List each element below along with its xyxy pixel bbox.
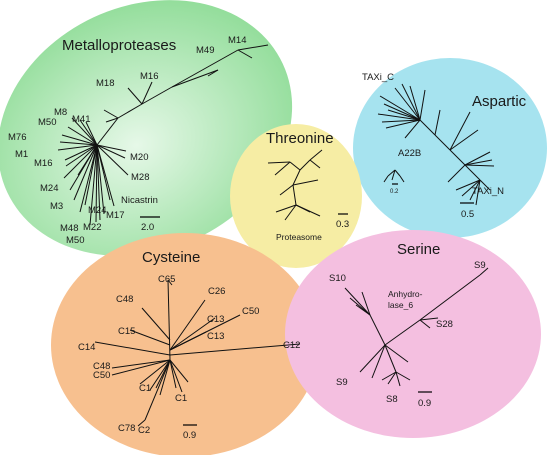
- leaf-label: M24: [40, 183, 58, 194]
- leaf-label: TAXi_N: [472, 186, 504, 197]
- cysteine-title: Cysteine: [142, 249, 200, 266]
- leaf-label: S9: [336, 377, 348, 388]
- leaf-label: M24: [88, 205, 106, 216]
- leaf-label: C48: [93, 361, 110, 372]
- aspartic-region: [353, 58, 547, 238]
- metallo-tree: [57, 44, 269, 226]
- serine-scale-label: 0.9: [418, 398, 431, 409]
- aspartic-tree: [377, 83, 495, 206]
- leaf-label: M3: [50, 201, 63, 212]
- leaf-label: C48: [116, 294, 133, 305]
- serine-tree: [344, 267, 489, 387]
- leaf-label: C13: [207, 331, 224, 342]
- leaf-label: M16: [140, 71, 158, 82]
- leaf-label: C14: [78, 342, 95, 353]
- leaf-label: C26: [208, 286, 225, 297]
- leaf-label: M49: [196, 45, 214, 56]
- threonine-title: Threonine: [266, 130, 334, 147]
- threonine-scale-label: 0.3: [336, 219, 349, 230]
- leaf-label: M28: [131, 172, 149, 183]
- serine-title: Serine: [397, 241, 440, 258]
- cysteine-tree: [94, 279, 301, 427]
- threonine-region: [230, 124, 362, 268]
- leaf-label: C50: [242, 306, 259, 317]
- leaf-label: C13: [207, 314, 224, 325]
- leaf-label: M16: [34, 158, 52, 169]
- leaf-label: S8: [386, 394, 398, 405]
- leaf-label: M48: [60, 223, 78, 234]
- serine-region: [285, 230, 541, 438]
- cysteine-scale-label: 0.9: [183, 430, 196, 441]
- leaf-label: M18: [96, 78, 114, 89]
- leaf-label: C12: [283, 340, 300, 351]
- leaf-label: C15: [118, 326, 135, 337]
- leaf-label: S28: [436, 319, 453, 330]
- leaf-label: M22: [83, 222, 101, 233]
- leaf-label: C1: [175, 393, 187, 404]
- metallo-region: [0, 0, 293, 256]
- leaf-label: M76: [8, 132, 26, 143]
- cysteine-region: [51, 233, 319, 455]
- leaf-label: S10: [329, 273, 346, 284]
- leaf-label: M14: [228, 35, 246, 46]
- leaf-label: Nicastrin: [121, 195, 158, 206]
- leaf-label: M50: [66, 235, 84, 246]
- leaf-label: TAXi_C: [362, 72, 394, 83]
- leaf-label: M1: [15, 149, 28, 160]
- leaf-label: Proteasome: [276, 232, 322, 242]
- leaf-label: S9: [474, 260, 486, 271]
- leaf-label: C1: [139, 383, 151, 394]
- leaf-label: M8: [54, 107, 67, 118]
- metallo-title: Metalloproteases: [62, 37, 176, 54]
- leaf-label: M20: [130, 152, 148, 163]
- aspartic-scale-label: 0.5: [461, 209, 474, 220]
- leaf-label: M17: [106, 210, 124, 221]
- leaf-label: M50: [38, 117, 56, 128]
- leaf-label: C65: [158, 274, 175, 285]
- aspartic-title: Aspartic: [472, 93, 527, 110]
- leaf-label: C78: [118, 423, 135, 434]
- leaf-label: Anhydro-: [388, 289, 423, 299]
- leaf-label: M41: [72, 114, 90, 125]
- leaf-label: lase_6: [388, 300, 413, 310]
- metallo-scale-label: 2.0: [141, 222, 154, 233]
- leaf-label: C50: [93, 370, 110, 381]
- leaf-label: C2: [138, 425, 150, 436]
- threonine-tree: [267, 149, 323, 221]
- leaf-label: A22B: [398, 148, 421, 159]
- aspartic-tiny-scale-label: 0.2: [390, 189, 399, 195]
